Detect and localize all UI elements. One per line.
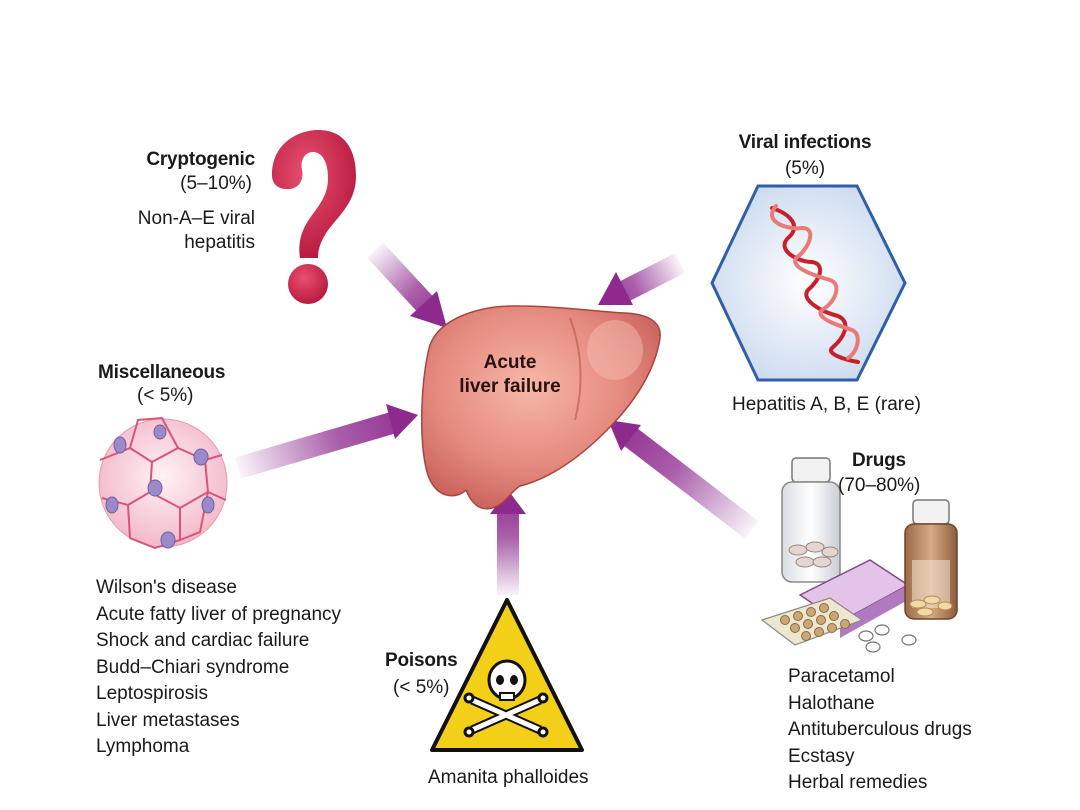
drug-bottles-icon	[760, 457, 958, 653]
poison-skull-icon	[430, 598, 584, 752]
list-item: Acute fatty liver of pregnancy	[96, 603, 342, 625]
question-mark-icon	[272, 130, 356, 304]
drugs-list: Paracetamol Halothane Antituberculous dr…	[788, 664, 972, 797]
arrow-from-miscellaneous	[234, 404, 418, 479]
drugs-percentage: (70–80%)	[838, 475, 921, 496]
misc-title: Miscellaneous	[98, 362, 226, 383]
liver-cells-icon	[98, 416, 228, 550]
cryptogenic-percentage: (5–10%)	[180, 173, 252, 194]
list-item: Budd–Chiari syndrome	[96, 656, 290, 678]
list-item: Shock and cardiac failure	[96, 630, 310, 651]
arrow-from-drugs	[608, 420, 759, 539]
arrow-from-poisons	[490, 490, 526, 595]
list-item: Herbal remedies	[788, 772, 928, 793]
cryptogenic-description-2: hepatitis	[184, 232, 255, 253]
misc-list: Wilson's disease Acute fatty liver of pr…	[96, 575, 341, 761]
center-label: Acute liver failure	[440, 351, 580, 399]
list-item: Ecstasy	[788, 745, 855, 767]
list-item: Liver metastases	[96, 709, 240, 731]
arrow-from-cryptogenic	[366, 242, 447, 328]
drugs-title: Drugs	[852, 450, 906, 471]
misc-percentage: (< 5%)	[137, 385, 194, 406]
viral-percentage: (5%)	[784, 158, 826, 179]
list-item: Wilson's disease	[96, 577, 237, 598]
list-item: Paracetamol	[788, 666, 895, 687]
cryptogenic-title: Cryptogenic	[146, 149, 255, 170]
poisons-percentage: (< 5%)	[393, 677, 450, 698]
cryptogenic-description-1: Non-A–E viral	[137, 208, 255, 229]
poisons-title: Poisons	[385, 650, 458, 671]
list-item: Lymphoma	[96, 736, 190, 757]
poisons-description: Amanita phalloides	[428, 767, 589, 788]
viral-title: Viral infections	[738, 132, 872, 153]
list-item: Leptospirosis	[96, 683, 208, 704]
list-item: Antituberculous drugs	[788, 719, 972, 740]
viral-description: Hepatitis A, B, E (rare)	[732, 394, 922, 415]
arrow-from-viral	[598, 253, 685, 305]
virus-helix-icon	[710, 184, 907, 382]
liver-icon	[421, 305, 661, 510]
center-line-2: liver failure	[459, 376, 561, 397]
list-item: Halothane	[788, 692, 875, 714]
center-line-1: Acute	[483, 352, 537, 373]
